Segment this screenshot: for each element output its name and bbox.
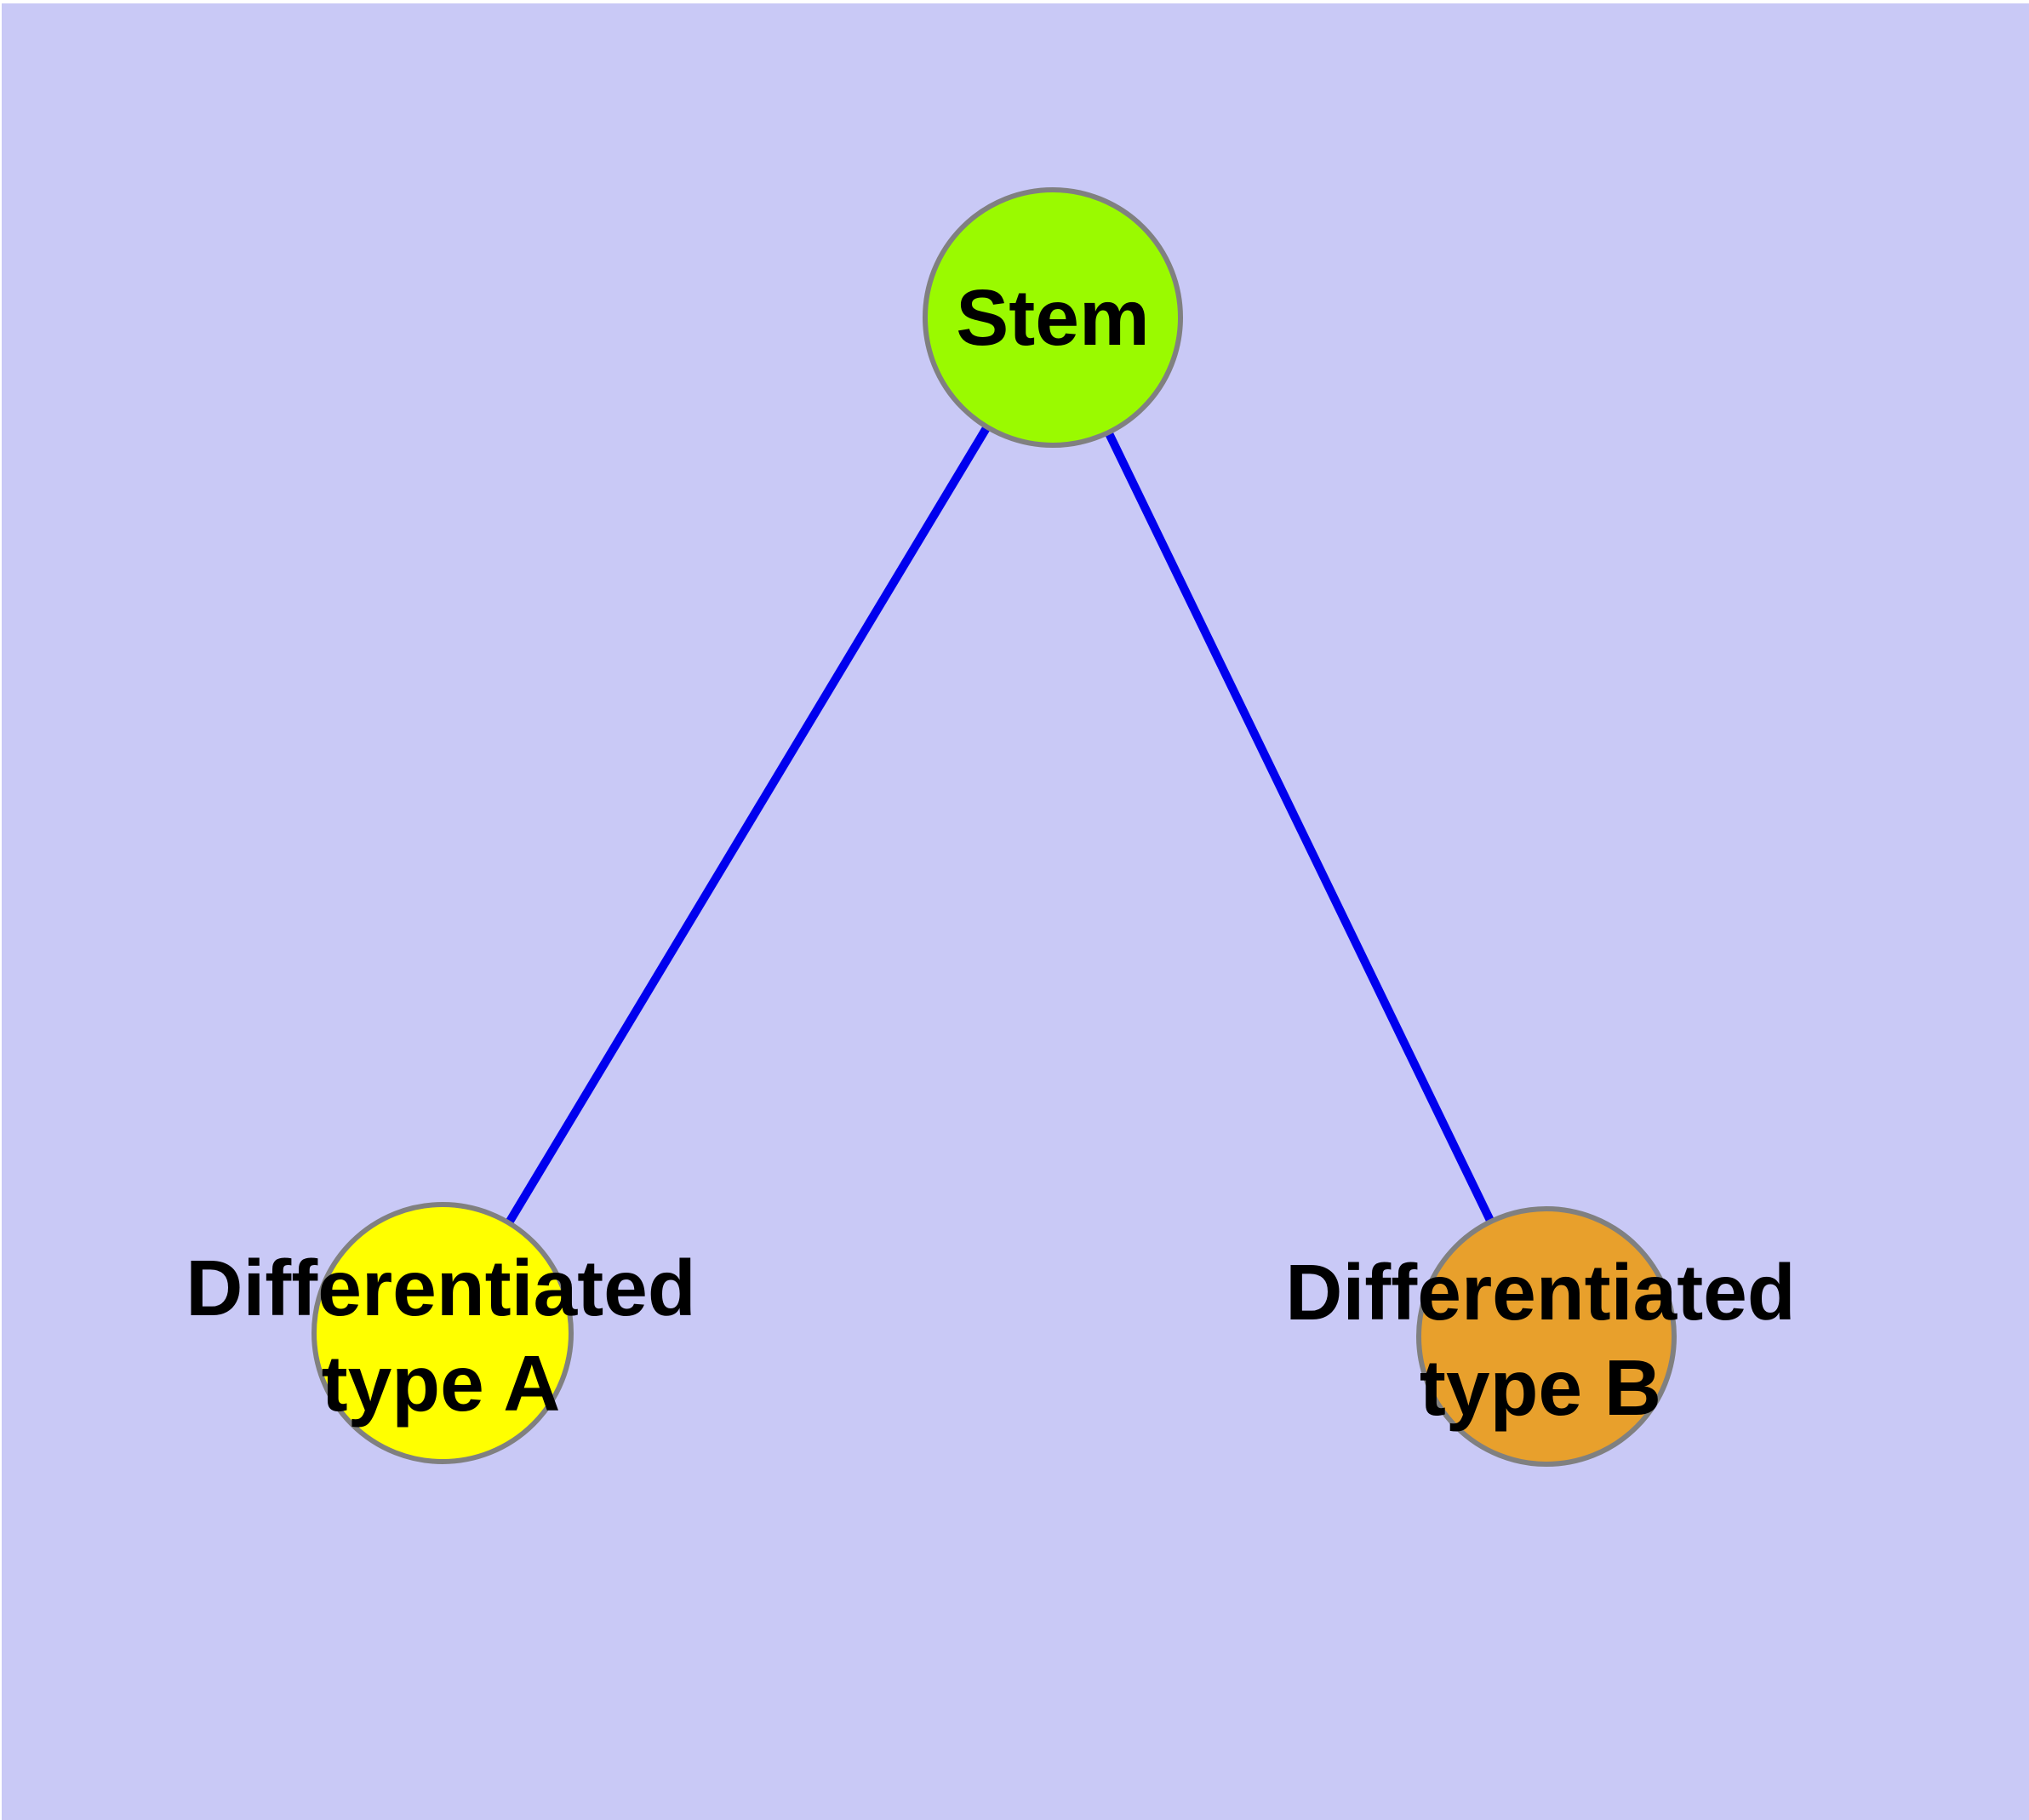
edge-stem-to-type-a [438, 315, 1057, 1336]
node-type-b-circle [1416, 1206, 1677, 1467]
node-type-a-circle [311, 1202, 574, 1464]
edge-stem-to-type-b [1049, 315, 1551, 1339]
node-stem-circle [923, 187, 1183, 448]
